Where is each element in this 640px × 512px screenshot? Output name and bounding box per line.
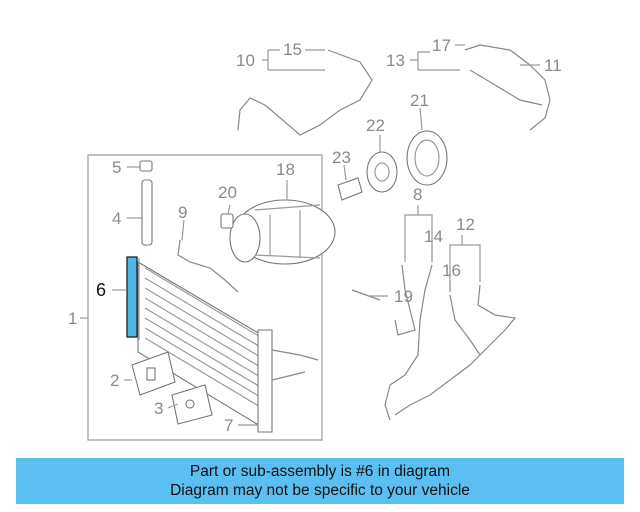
caption-line-2: Diagram may not be specific to your vehi… [170, 482, 470, 499]
callout-19: 19 [394, 287, 413, 306]
assembly-bracket-1 [87, 154, 323, 441]
line-8 [394, 264, 416, 336]
line-12 [394, 284, 517, 416]
callout-8: 8 [413, 185, 422, 204]
callout-4: 4 [112, 209, 121, 228]
line-10 [237, 49, 373, 136]
callout-16: 16 [442, 261, 461, 280]
callout-15: 15 [283, 40, 302, 59]
clutch-pulley [337, 130, 448, 201]
line-11 [464, 44, 551, 131]
callout-6: 6 [96, 280, 106, 300]
part-20 [220, 213, 234, 229]
line-14 [384, 264, 433, 421]
callout-10: 10 [236, 51, 255, 70]
callout-5: 5 [112, 158, 121, 177]
compressor [229, 199, 336, 265]
callout-18: 18 [276, 160, 295, 179]
callout-14: 14 [424, 227, 443, 246]
part-19 [351, 289, 381, 301]
callout-22: 22 [366, 116, 385, 135]
line-16 [449, 294, 481, 356]
caption-line-1: Part or sub-assembly is #6 in diagram [189, 463, 451, 480]
part-6-highlight [126, 256, 138, 338]
parts-diagram: 1 2 3 4 5 6 7 8 9 10 11 12 13 14 15 16 1… [68, 36, 562, 441]
condenser [137, 261, 319, 433]
callout-2: 2 [110, 371, 119, 390]
callout-7: 7 [224, 416, 233, 435]
hose-9 [177, 239, 239, 293]
caption-bar: Part or sub-assembly is #6 in diagram Di… [16, 458, 624, 504]
callout-21: 21 [410, 91, 429, 110]
callout-9: 9 [178, 203, 187, 222]
callout-12: 12 [456, 215, 475, 234]
callout-23: 23 [332, 148, 351, 167]
bracket-2 [131, 351, 176, 396]
bracket-3 [171, 384, 213, 425]
callout-13: 13 [386, 51, 405, 70]
callout-11: 11 [544, 56, 562, 75]
callout-20: 20 [218, 183, 237, 202]
receiver-drier [139, 160, 153, 246]
callout-17: 17 [432, 36, 451, 55]
callout-3: 3 [154, 399, 163, 418]
callout-1: 1 [68, 309, 77, 328]
